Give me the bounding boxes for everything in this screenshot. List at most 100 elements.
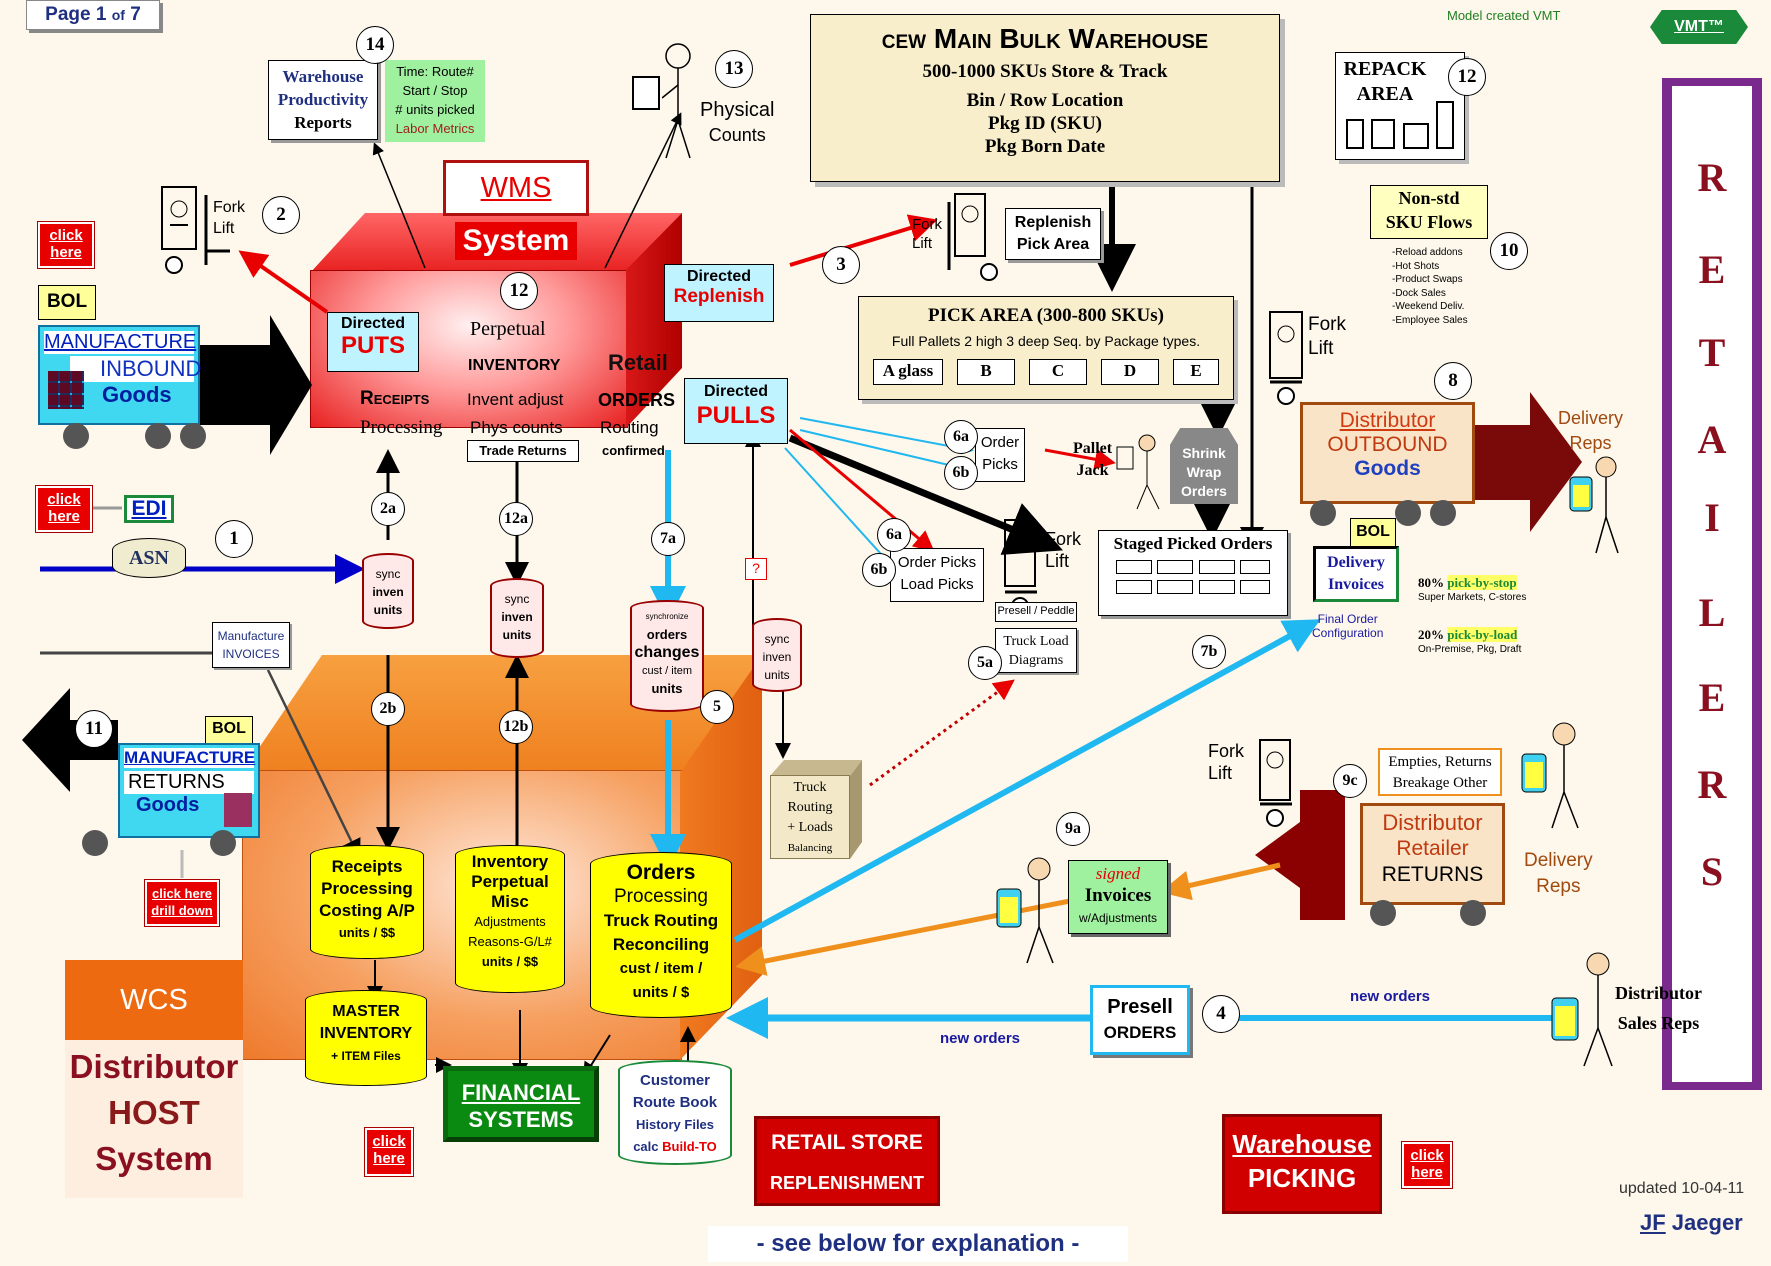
wms-title-box[interactable]: WMS xyxy=(443,160,589,216)
main-bulk-line2: Bin / Row Location xyxy=(966,90,1124,111)
fork-lift-icon xyxy=(945,192,1000,284)
truck-wheel xyxy=(1395,500,1421,526)
pick-cell-e: E xyxy=(1173,359,1219,385)
master-2: INVENTORY xyxy=(319,1025,413,1042)
manufacture-inbound-truck[interactable]: MANUFACTURE INBOUND Goods xyxy=(38,325,201,425)
wms-inventory: Inventory xyxy=(468,357,561,374)
step-12-repack: 12 xyxy=(1448,58,1486,96)
sync-3: units xyxy=(502,628,532,642)
outbound-line-1: Distributor xyxy=(1339,409,1436,432)
orders-6: units / $ xyxy=(632,984,690,1001)
counts-label: Counts xyxy=(708,125,766,145)
inventory-3: Misc xyxy=(491,892,529,911)
signed-invoices[interactable]: signed Invoices w/Adjustments xyxy=(1068,860,1168,934)
vmt-badge[interactable]: VMT™ xyxy=(1650,10,1748,44)
metric-start-stop: Start / Stop xyxy=(402,83,468,98)
returns-line-3: Goods xyxy=(136,794,200,816)
receipts-processing[interactable]: Receipts Processing Costing A/P units / … xyxy=(310,845,424,959)
click-here-edi[interactable]: click here xyxy=(35,485,93,533)
fork-lift-icon xyxy=(1268,310,1308,408)
click-here-picking[interactable]: click here xyxy=(1401,1141,1453,1189)
delivery-reps-outbound: Delivery Reps xyxy=(1558,406,1623,456)
mfg-invoices-2: INVOICES xyxy=(222,647,280,661)
author-initials: JF xyxy=(1640,1210,1666,1235)
step-2: 2 xyxy=(262,196,300,234)
retailers-bar: R E T A I L E R S xyxy=(1662,78,1762,1090)
pallet-slot xyxy=(1115,580,1152,594)
retailers-letter-9: S xyxy=(1700,849,1724,894)
productivity-reports-box[interactable]: Warehouse Productivity Reports xyxy=(268,60,378,140)
step-4: 4 xyxy=(1202,995,1240,1033)
orders-processing[interactable]: Orders Processing Truck Routing Reconcil… xyxy=(590,852,732,1018)
retailers-letter-5: I xyxy=(1704,495,1720,540)
directed-puts-box[interactable]: Directed PUTS xyxy=(327,312,419,372)
pallet-slot xyxy=(1115,560,1152,574)
stop-label: pick-by-stop xyxy=(1447,575,1517,590)
sales-2: Sales Reps xyxy=(1617,1013,1700,1033)
cube-front: Truck Routing + Loads Balancing xyxy=(770,775,850,859)
click-here-host[interactable]: click here xyxy=(364,1127,414,1177)
bol-outbound: BOL xyxy=(1350,518,1396,548)
main-bulk-warehouse[interactable]: CEW Main Bulk Warehouse 500-1000 SKUs St… xyxy=(810,14,1280,182)
step-5a: 5a xyxy=(968,646,1002,680)
order-load-picks[interactable]: Order Picks Load Picks xyxy=(890,548,984,602)
pick-area[interactable]: PICK AREA (300-800 SKUs) Full Pallets 2 … xyxy=(858,296,1234,400)
truck-wheel xyxy=(145,423,171,449)
retail-store-2: REPLENISHMENT xyxy=(769,1173,924,1193)
new-orders-right: new orders xyxy=(1350,988,1431,1005)
author-credit[interactable]: JF Jaeger xyxy=(1640,1210,1743,1236)
manufacture-invoices[interactable]: Manufacture INVOICES xyxy=(212,622,290,668)
picking-1: Warehouse xyxy=(1232,1129,1372,1159)
step-13: 13 xyxy=(715,50,753,88)
replenish-pick-area[interactable]: Replenish Pick Area xyxy=(1005,208,1101,260)
presell-orders[interactable]: Presell ORDERS xyxy=(1090,985,1190,1055)
nonstd-sku-flows[interactable]: Non-std SKU Flows xyxy=(1370,185,1488,239)
retail-store-replenishment[interactable]: RETAIL STORE REPLENISHMENT xyxy=(754,1116,940,1206)
truck-load-diagrams[interactable]: Truck Load Diagrams xyxy=(995,628,1077,673)
delivery-invoices[interactable]: Delivery Invoices xyxy=(1313,546,1399,602)
inventory-perpetual[interactable]: Inventory Perpetual Misc Adjustments Rea… xyxy=(455,845,565,993)
delivery-line-2: Reps xyxy=(1569,433,1612,453)
master-1: MASTER xyxy=(332,1003,400,1020)
order-picks-box[interactable]: Order Picks xyxy=(975,428,1025,482)
fork-lift-label-pick: Fork Lift xyxy=(1308,314,1346,359)
nonstd-items: -Reload addons -Hot Shots -Product Swaps… xyxy=(1392,246,1468,327)
financial-systems[interactable]: FINANCIAL SYSTEMS xyxy=(443,1066,599,1142)
model-note: Model created VMT xyxy=(1447,8,1561,23)
edi-badge[interactable]: EDI xyxy=(124,495,174,523)
shrink-wrap-orders[interactable]: Shrink Wrap Orders xyxy=(1170,428,1238,504)
directed-puts-main: PUTS xyxy=(340,332,405,359)
physical-counts-label: Physical Counts xyxy=(700,98,774,148)
staged-picked-orders[interactable]: Staged Picked Orders xyxy=(1098,530,1288,616)
directed-replenish-box[interactable]: Directed Replenish xyxy=(664,264,774,322)
new-orders-left: new orders xyxy=(940,1030,1021,1047)
distributor-returns-truck[interactable]: Distributor Retailer RETURNS xyxy=(1360,803,1505,905)
truck-load-2: Diagrams xyxy=(1008,653,1064,668)
master-inventory[interactable]: MASTER INVENTORY + ITEM Files xyxy=(305,990,427,1086)
distributor-outbound-truck[interactable]: Distributor OUTBOUND Goods xyxy=(1300,402,1475,504)
see-below-explanation[interactable]: - see below for explanation - xyxy=(708,1226,1128,1262)
step-12a: 12a xyxy=(499,502,533,536)
page-indicator: Page 1 of 7 xyxy=(26,0,160,30)
click-here-drill-down[interactable]: click here drill down xyxy=(144,879,220,927)
inventory-2: Perpetual xyxy=(471,872,549,891)
directed-pulls-box[interactable]: Directed PULLS xyxy=(684,378,788,444)
warehouse-picking[interactable]: Warehouse PICKING xyxy=(1222,1114,1382,1214)
empties-returns: Empties, Returns Breakage Other xyxy=(1378,748,1502,796)
fork-lift-label-3: Fork Lift xyxy=(912,216,942,252)
wms-routing: Routing xyxy=(600,418,659,437)
manufacture-returns-truck[interactable]: MANUFACTURE RETURNS Goods xyxy=(118,743,260,838)
wms-title: WMS xyxy=(480,172,552,204)
repack-area[interactable]: REPACK AREA xyxy=(1335,52,1465,160)
truck-routing-cube[interactable]: Truck Routing + Loads Balancing xyxy=(770,760,862,860)
fork-lift-icon xyxy=(160,185,230,275)
customer-route-book[interactable]: Customer Route Book History Files calc B… xyxy=(618,1060,732,1165)
inventory-5: Reasons-G/L# xyxy=(468,934,552,949)
click-here-puts[interactable]: click here xyxy=(37,221,95,269)
wms-receipts: Receipts xyxy=(360,388,430,409)
nonstd-item: -Product Swaps xyxy=(1392,274,1463,285)
step-14: 14 xyxy=(356,26,394,64)
inventory-1: Inventory xyxy=(471,852,549,871)
